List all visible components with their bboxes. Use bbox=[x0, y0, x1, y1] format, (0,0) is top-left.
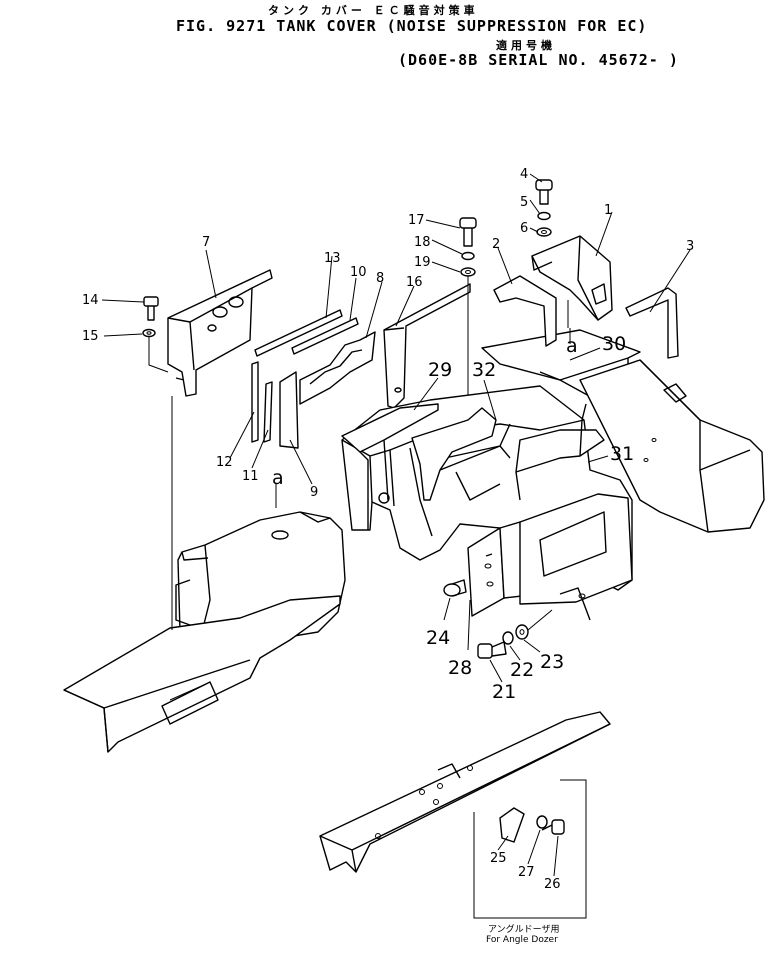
bracket-1 bbox=[531, 235, 613, 321]
callout-25: 25 bbox=[490, 851, 507, 866]
bracket-16 bbox=[383, 283, 471, 409]
washer-18 bbox=[461, 251, 475, 261]
bracket-2 bbox=[493, 275, 557, 347]
callout-14: 14 bbox=[82, 293, 99, 308]
figure-title: FIG. 9271 TANK COVER (NOISE SUPPRESSION … bbox=[176, 17, 648, 35]
callout-8: 8 bbox=[376, 271, 384, 286]
callout-24: 24 bbox=[426, 627, 450, 649]
plate-32 bbox=[411, 407, 511, 501]
callout-32: 32 bbox=[472, 359, 496, 381]
inset-caption-japanese: アングルドーザ用 bbox=[488, 925, 560, 935]
plug-24 bbox=[443, 579, 467, 597]
callout-28: 28 bbox=[448, 657, 472, 679]
plate-31 bbox=[515, 403, 605, 501]
plate-25 bbox=[499, 807, 525, 843]
callout-19: 19 bbox=[414, 255, 431, 270]
callout-labels: 1 2 3 4 5 6 7 8 9 10 11 12 13 14 15 16 1… bbox=[82, 167, 694, 892]
callout-18: 18 bbox=[414, 235, 431, 250]
washer-19 bbox=[460, 267, 476, 277]
callout-16: 16 bbox=[406, 275, 423, 290]
washer-15 bbox=[142, 328, 156, 338]
washer-5 bbox=[537, 211, 551, 221]
panel-28 bbox=[467, 521, 523, 617]
callout-9: 9 bbox=[310, 485, 318, 500]
callout-1: 1 bbox=[604, 203, 612, 218]
inset-box bbox=[473, 779, 587, 919]
callout-13: 13 bbox=[324, 251, 341, 266]
callout-2: 2 bbox=[492, 237, 500, 252]
right-tank bbox=[579, 359, 765, 533]
bolt-14 bbox=[143, 296, 159, 321]
seal-strips bbox=[254, 309, 359, 357]
plate-8 bbox=[299, 331, 376, 405]
bolt-21 bbox=[477, 641, 507, 659]
washer-23 bbox=[515, 624, 529, 640]
bolt-26 bbox=[541, 819, 565, 835]
title-japanese: タンク カバー ＥＣ騒音対策車 bbox=[268, 4, 479, 17]
washer-6 bbox=[536, 227, 552, 237]
frame-left bbox=[63, 595, 341, 753]
callout-15: 15 bbox=[82, 329, 99, 344]
bolt-17 bbox=[459, 217, 477, 247]
callout-26: 26 bbox=[544, 877, 561, 892]
callout-a-left: a bbox=[272, 467, 284, 489]
callout-5: 5 bbox=[520, 195, 528, 210]
washer-27 bbox=[536, 815, 548, 829]
panel-right bbox=[519, 493, 633, 621]
callout-29: 29 bbox=[428, 359, 452, 381]
callout-31: 31 bbox=[610, 443, 634, 465]
callout-21: 21 bbox=[492, 681, 516, 703]
callout-17: 17 bbox=[408, 213, 425, 228]
callout-23: 23 bbox=[540, 651, 564, 673]
callout-10: 10 bbox=[350, 265, 367, 280]
callout-11: 11 bbox=[242, 469, 259, 484]
bolt-4 bbox=[535, 179, 553, 205]
frame-lower bbox=[319, 711, 611, 873]
cover-29 bbox=[341, 403, 439, 530]
inset-caption-english: For Angle Dozer bbox=[486, 935, 558, 945]
callout-6: 6 bbox=[520, 221, 528, 236]
washer-22 bbox=[502, 631, 514, 645]
callout-leaders bbox=[101, 173, 691, 877]
callout-30: 30 bbox=[602, 333, 626, 355]
callout-27: 27 bbox=[518, 865, 535, 880]
callout-22: 22 bbox=[510, 659, 534, 681]
strips-9-11-12 bbox=[251, 361, 299, 449]
callout-12: 12 bbox=[216, 455, 233, 470]
handle-3 bbox=[625, 287, 679, 359]
callout-4: 4 bbox=[520, 167, 528, 182]
bracket-7 bbox=[167, 269, 273, 397]
applicable-models-japanese: 適用号機 bbox=[496, 39, 556, 52]
callout-7: 7 bbox=[202, 235, 210, 250]
callout-a-top: a bbox=[566, 335, 578, 357]
title-block: タンク カバー ＥＣ騒音対策車 FIG. 9271 TANK COVER (NO… bbox=[0, 0, 777, 80]
serial-number-line: (D60E-8B SERIAL NO. 45672- ) bbox=[398, 51, 679, 69]
callout-3: 3 bbox=[686, 239, 694, 254]
